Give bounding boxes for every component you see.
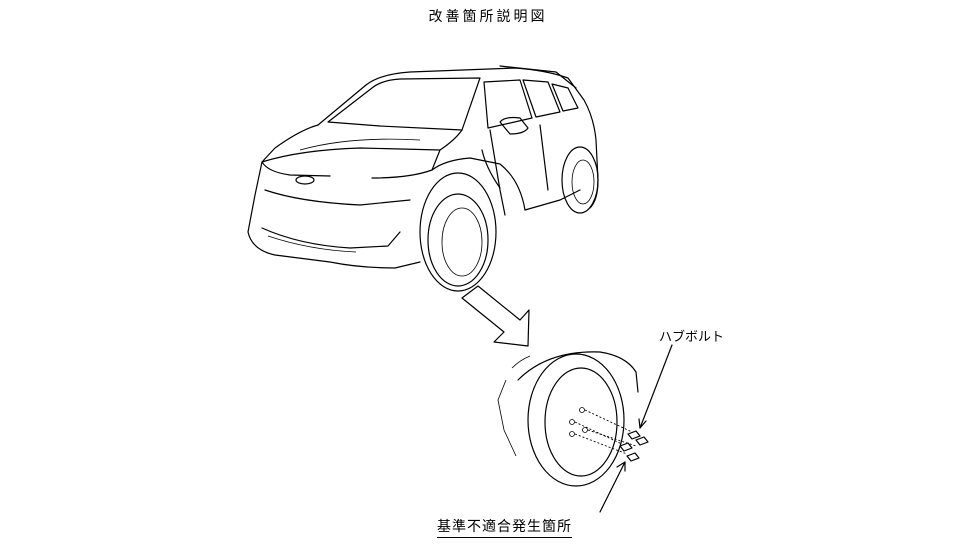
- detail-arrow: [461, 285, 530, 347]
- wheel-detail-illustration: [497, 344, 673, 513]
- hub-bolt-label: ハブボルト: [659, 330, 725, 345]
- nonconformity-location-label: 基準不適合発生箇所: [437, 516, 572, 538]
- diagram-title: 改善箇所説明図: [428, 9, 548, 25]
- car-illustration: [247, 65, 599, 292]
- hub-bolt-set: [619, 430, 649, 462]
